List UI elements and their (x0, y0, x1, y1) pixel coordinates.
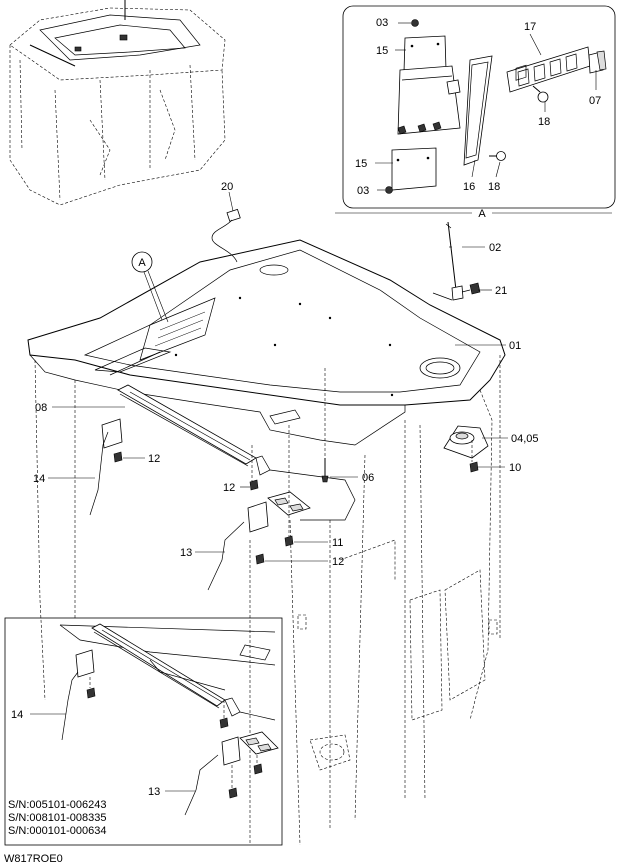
label-12-b: 12 (223, 482, 235, 494)
label-12-a: 12 (148, 453, 160, 465)
label-12-c: 12 (332, 556, 344, 568)
label-21: 21 (495, 285, 507, 297)
serial-number-2: S/N:008101-008335 (8, 812, 106, 824)
label-18-top: 18 (538, 116, 550, 128)
label-17: 17 (524, 21, 536, 33)
label-14-inset: 14 (11, 709, 23, 721)
label-02: 02 (489, 242, 501, 254)
label-08: 08 (35, 402, 47, 414)
cab-overview-sketch (9, 0, 226, 206)
serial-number-3: S/N:000101-000634 (8, 825, 106, 837)
label-14-main: 14 (33, 473, 45, 485)
label-01: 01 (509, 340, 521, 352)
label-13-inset: 13 (148, 786, 160, 798)
label-06: 06 (362, 472, 374, 484)
label-20: 20 (221, 181, 233, 193)
label-03-top: 03 (376, 17, 388, 29)
label-04-05: 04,05 (511, 433, 539, 445)
detail-a-label: A (478, 208, 486, 220)
label-15-bottom: 15 (355, 158, 367, 170)
inset-box (4, 617, 283, 846)
callout-a: A (138, 257, 146, 269)
label-03-bottom: 03 (357, 185, 369, 197)
label-13-main: 13 (180, 547, 192, 559)
label-10: 10 (509, 462, 521, 474)
drawing-code: W817ROE0 (4, 853, 63, 865)
label-18-bottom: 18 (488, 181, 500, 193)
label-11: 11 (332, 537, 343, 549)
detail-a-box (342, 5, 616, 209)
cab-roof-assembly (27, 208, 506, 846)
label-15-top: 15 (376, 45, 388, 57)
label-16: 16 (463, 181, 475, 193)
label-07: 07 (589, 95, 601, 107)
main-leaders (48, 191, 508, 562)
serial-number-1: S/N:005101-006243 (8, 799, 106, 811)
